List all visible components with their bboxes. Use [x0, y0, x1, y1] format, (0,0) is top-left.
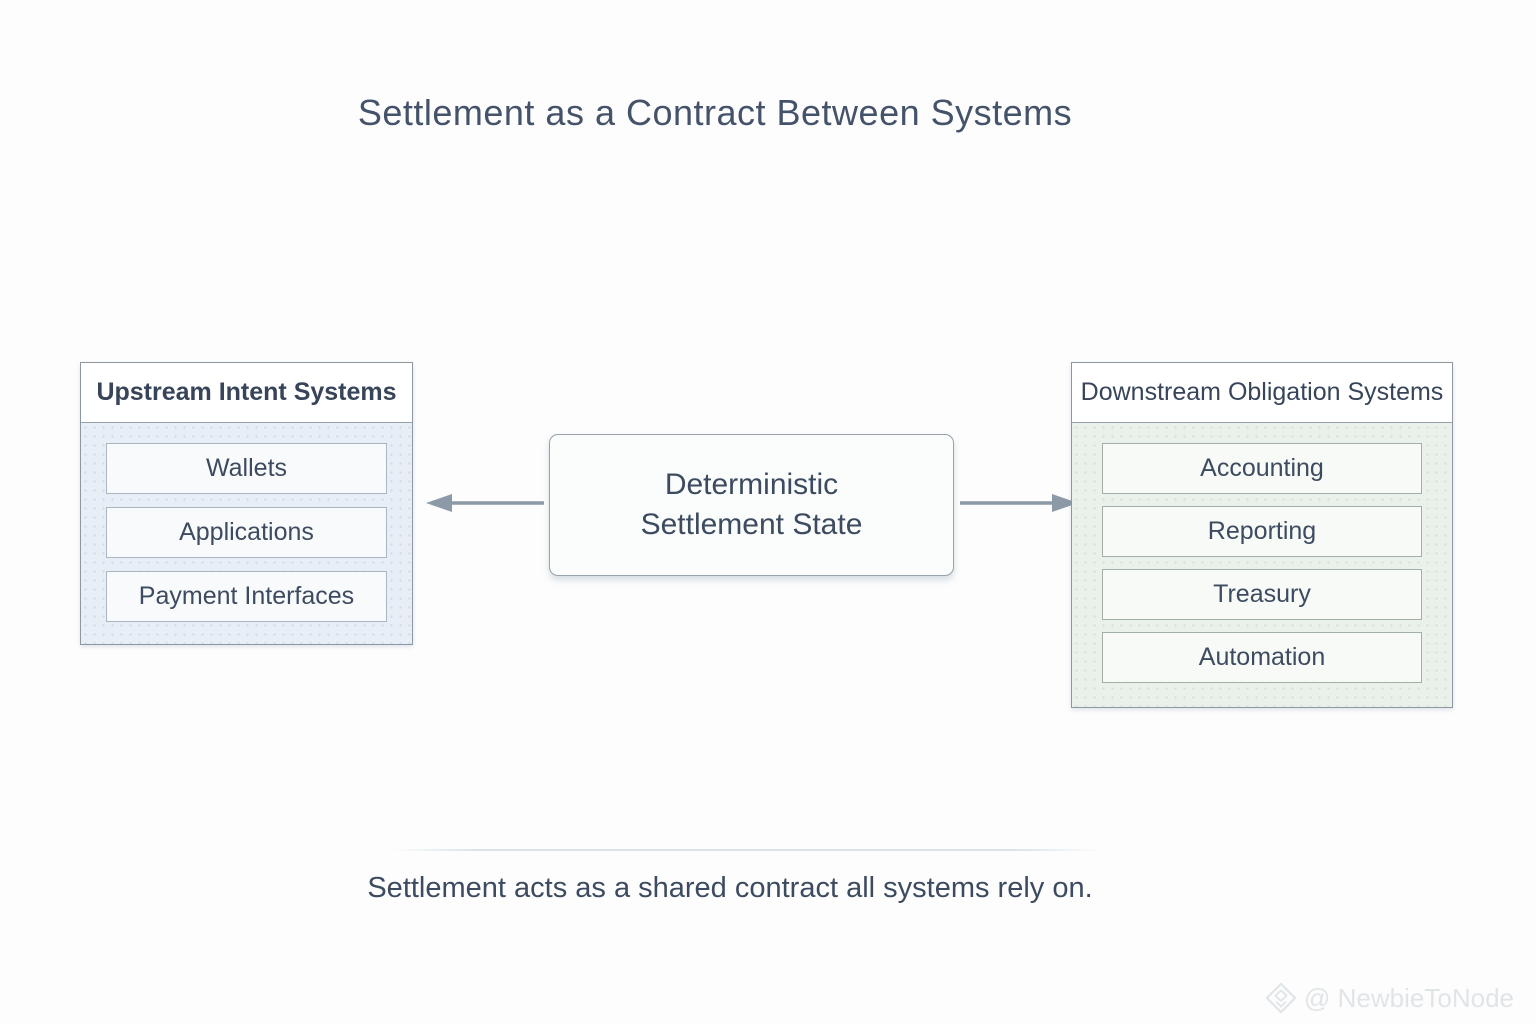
center-node-line1: Deterministic [664, 468, 839, 501]
deterministic-settlement-state-node: Deterministic Settlement State [549, 434, 954, 576]
arrow-left-icon [426, 494, 544, 512]
watermark: @ NewbieToNode [1265, 982, 1514, 1014]
downstream-item-automation: Automation [1102, 632, 1422, 683]
downstream-item-reporting: Reporting [1102, 506, 1422, 557]
upstream-item-applications: Applications [106, 507, 387, 558]
downstream-panel-body: Accounting Reporting Treasury Automation [1072, 423, 1452, 707]
caption-divider [390, 849, 1100, 851]
watermark-text: @ NewbieToNode [1304, 982, 1514, 1013]
downstream-obligation-systems-panel: Downstream Obligation Systems Accounting… [1071, 362, 1453, 708]
upstream-intent-systems-panel: Upstream Intent Systems Wallets Applicat… [80, 362, 413, 645]
page-title: Settlement as a Contract Between Systems [357, 92, 1073, 133]
upstream-panel-body: Wallets Applications Payment Interfaces [81, 423, 412, 644]
upstream-panel-header: Upstream Intent Systems [81, 363, 412, 423]
downstream-item-accounting: Accounting [1102, 443, 1422, 494]
downstream-item-treasury: Treasury [1102, 569, 1422, 620]
upstream-item-wallets: Wallets [106, 443, 387, 494]
gem-diamond-icon [1265, 982, 1297, 1014]
caption-text: Settlement acts as a shared contract all… [367, 872, 1093, 904]
arrow-right-icon [960, 494, 1078, 512]
upstream-item-payment-interfaces: Payment Interfaces [106, 571, 387, 622]
center-node-line2: Settlement State [640, 508, 863, 541]
downstream-panel-header: Downstream Obligation Systems [1072, 363, 1452, 423]
